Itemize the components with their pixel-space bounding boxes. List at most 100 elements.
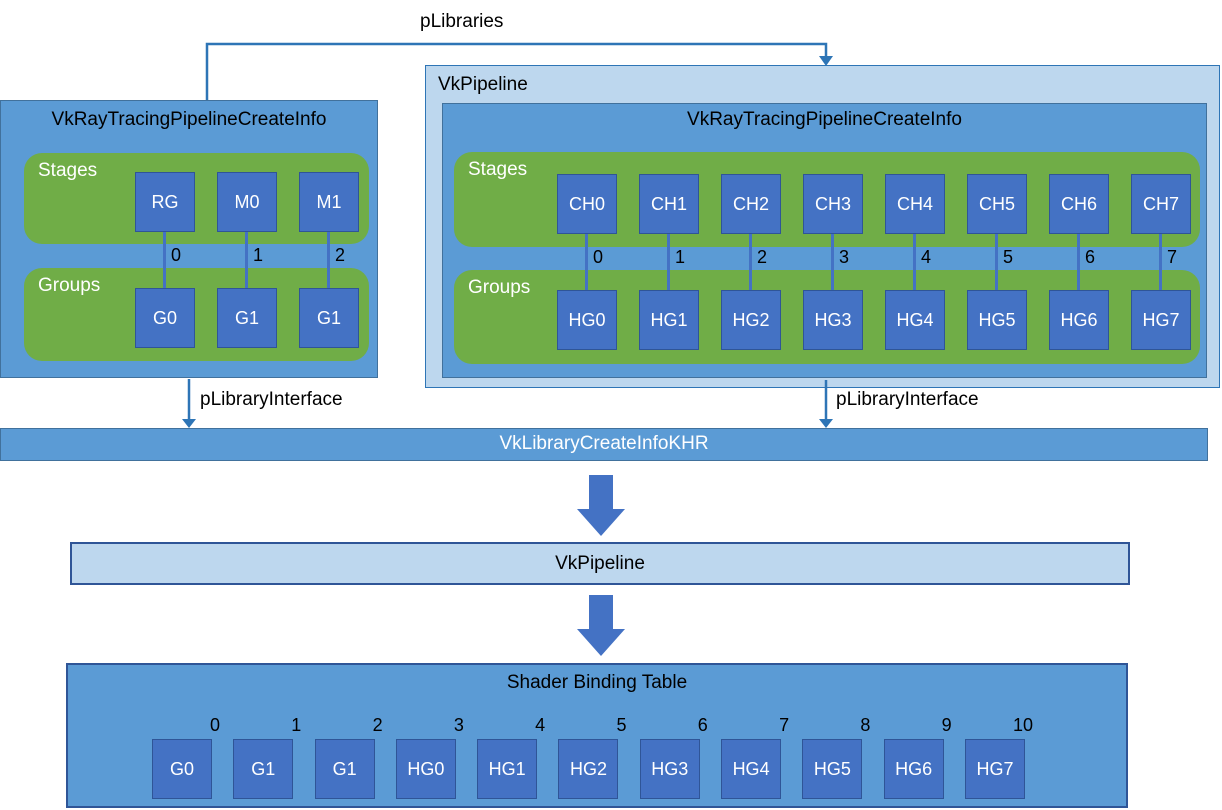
sbt-index-label: 9 — [941, 715, 952, 735]
group-square: HG7 — [1131, 290, 1191, 350]
stage-square: CH4 — [885, 174, 945, 234]
group-index-label: 2 — [757, 247, 768, 267]
stage-group-link: 1 — [217, 232, 277, 288]
sbt-entry: 4 HG1 — [477, 715, 545, 799]
group-index-label: 5 — [1003, 247, 1014, 267]
stage-square: CH5 — [967, 174, 1027, 234]
group-index-label: 7 — [1167, 247, 1178, 267]
group-square: HG4 — [885, 290, 945, 350]
sbt-entry: 3 HG0 — [395, 715, 464, 799]
group-square: HG0 — [557, 290, 617, 350]
library-interface-right-label: pLibraryInterface — [836, 389, 979, 410]
sbt-group-square: G1 — [233, 739, 294, 799]
link-line — [327, 232, 330, 288]
right-panel-title: VkRayTracingPipelineCreateInfo — [687, 109, 962, 130]
right-groups-label: Groups — [468, 277, 531, 298]
down-arrow-icon — [589, 475, 613, 509]
stage-square: CH6 — [1049, 174, 1109, 234]
group-index-label: 0 — [171, 245, 182, 265]
sbt-group-square: HG4 — [721, 739, 782, 799]
link-line — [667, 234, 670, 290]
sbt-group-square: HG7 — [964, 739, 1025, 799]
sbt-group-square: G0 — [152, 739, 212, 799]
link-line — [245, 232, 248, 288]
sbt-entries: 0 G0 1 G1 2 G1 3 HG0 — [152, 715, 1033, 799]
stage-group-link: 7 — [1131, 234, 1191, 290]
group-square: G1 — [299, 288, 359, 348]
sbt-group-square: HG3 — [639, 739, 700, 799]
right-vkpipeline-label: VkPipeline — [438, 74, 528, 95]
stage-group-link: 0 — [135, 232, 195, 288]
stage-square: CH7 — [1131, 174, 1191, 234]
library-create-info-bar: VkLibraryCreateInfoKHR — [0, 428, 1208, 461]
shader-binding-table-title: Shader Binding Table — [506, 672, 688, 693]
sbt-entry: 9 HG6 — [883, 715, 952, 799]
sbt-index-label: 1 — [291, 715, 302, 735]
left-stages-label: Stages — [38, 160, 98, 181]
right-create-info-panel: VkRayTracingPipelineCreateInfo Stages CH… — [442, 103, 1207, 378]
sbt-group-square: HG2 — [558, 739, 619, 799]
sbt-index-label: 10 — [1012, 715, 1033, 735]
sbt-index-label: 0 — [209, 715, 220, 735]
group-index-label: 3 — [839, 247, 850, 267]
sbt-entry: 5 HG2 — [558, 715, 626, 799]
stage-group-link: 4 — [885, 234, 945, 290]
sbt-index-label: 8 — [860, 715, 871, 735]
stage-group-link: 6 — [1049, 234, 1109, 290]
sbt-index-label: 6 — [697, 715, 708, 735]
left-groups-label: Groups — [38, 275, 101, 296]
group-index-label: 0 — [593, 247, 604, 267]
stage-group-link: 2 — [299, 232, 359, 288]
library-interface-left-arrowhead-icon — [182, 419, 196, 428]
sbt-index-label: 2 — [372, 715, 383, 735]
link-line — [163, 232, 166, 288]
stage-group-link: 5 — [967, 234, 1027, 290]
link-line — [749, 234, 752, 290]
down-arrow-icon — [589, 595, 613, 629]
right-stages-label: Stages — [468, 159, 528, 180]
link-line — [995, 234, 998, 290]
group-square: HG5 — [967, 290, 1027, 350]
sbt-entry: 6 HG3 — [639, 715, 708, 799]
sbt-index-label: 5 — [616, 715, 627, 735]
link-line — [831, 234, 834, 290]
down-arrow-head-icon — [577, 509, 625, 536]
group-index-label: 1 — [675, 247, 686, 267]
sbt-group-square: HG1 — [477, 739, 538, 799]
plibraries-label: pLibraries — [420, 11, 504, 32]
left-create-info-panel: VkRayTracingPipelineCreateInfo Stages RG… — [0, 100, 378, 378]
stage-square: RG — [135, 172, 195, 232]
library-interface-left-label: pLibraryInterface — [200, 389, 343, 410]
sbt-entry: 10 HG7 — [964, 715, 1033, 799]
sbt-index-label: 3 — [453, 715, 464, 735]
link-line — [585, 234, 588, 290]
stage-square: CH0 — [557, 174, 617, 234]
library-interface-right-arrowhead-icon — [819, 419, 833, 428]
sbt-index-label: 7 — [779, 715, 790, 735]
stage-group-link: 3 — [803, 234, 863, 290]
sbt-group-square: HG0 — [395, 739, 456, 799]
left-panel-title: VkRayTracingPipelineCreateInfo — [51, 109, 327, 130]
link-line — [1077, 234, 1080, 290]
sbt-entry: 8 HG5 — [802, 715, 870, 799]
right-index-band: 0 1 2 3 — [557, 234, 1191, 290]
stage-group-link: 1 — [639, 234, 699, 290]
stage-square: CH2 — [721, 174, 781, 234]
group-square: G1 — [217, 288, 277, 348]
link-line — [1159, 234, 1162, 290]
stage-square: M0 — [217, 172, 277, 232]
group-square: HG2 — [721, 290, 781, 350]
sbt-entry: 2 G1 — [314, 715, 383, 799]
link-line — [913, 234, 916, 290]
stage-group-link: 2 — [721, 234, 781, 290]
left-index-band: 0 1 2 — [135, 232, 359, 288]
group-index-label: 6 — [1085, 247, 1096, 267]
group-index-label: 2 — [335, 245, 346, 265]
vkpipeline-result-bar: VkPipeline — [70, 542, 1130, 585]
